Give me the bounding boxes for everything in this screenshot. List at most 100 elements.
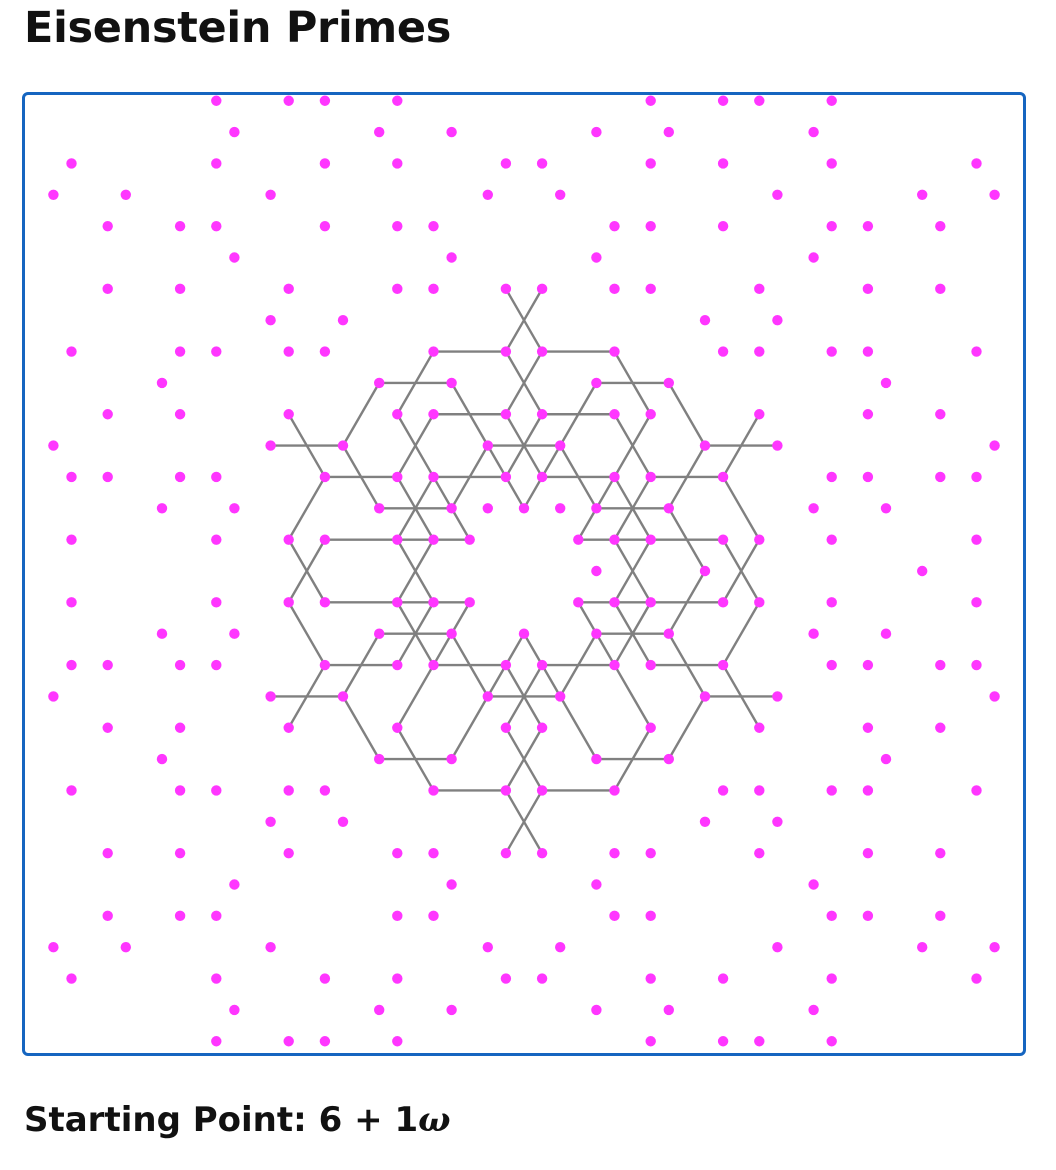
prime-point [591,252,602,263]
prime-point [464,534,475,545]
prime-point [699,440,711,451]
prime-point [392,471,403,483]
prime-point [826,220,837,232]
prime-point [66,158,77,169]
prime-point [392,534,403,545]
prime-point [663,377,674,389]
prime-point [609,597,620,608]
walk-segment [504,727,544,792]
walk-segment [722,539,761,603]
omega-symbol: ω [418,1100,451,1140]
walk-segment [613,539,652,603]
prime-point [663,753,674,765]
prime-point [645,95,656,106]
prime-point [717,158,729,169]
prime-point [102,659,113,671]
prime-point [826,534,837,545]
walk-path-layer [270,288,778,854]
prime-point [826,910,837,922]
walk-segment [341,695,381,760]
prime-point [609,534,620,545]
prime-point [319,346,331,357]
prime-point [265,189,276,200]
prime-plot[interactable] [25,95,1023,1053]
prime-point [211,95,222,106]
prime-point [392,597,403,608]
prime-point [699,565,711,577]
prime-point [717,785,729,796]
page-title: Eisenstein Primes [24,3,452,53]
prime-point [428,471,439,483]
prime-point [337,314,349,326]
prime-point [428,847,439,859]
prime-point [989,942,1000,953]
prime-point [971,973,982,984]
prime-point [446,126,457,138]
prime-point [717,220,729,232]
prime-point [663,1004,674,1016]
walk-segment [504,288,544,353]
prime-point [591,565,602,577]
prime-point [319,220,331,232]
prime-point [319,95,331,106]
prime-point [229,126,240,138]
prime-point [754,534,765,545]
walk-segment [396,413,435,478]
prime-point [211,659,222,671]
prime-point [283,534,294,545]
walk-segment [287,664,326,729]
prime-point [917,565,928,577]
prime-canvas[interactable] [22,92,1026,1056]
walk-segment [667,570,707,635]
walk-segment [396,539,435,603]
prime-point [374,377,385,389]
prime-point [880,503,892,514]
prime-point [536,158,548,169]
prime-point [989,189,1000,200]
prime-point [717,471,729,483]
prime-point [935,910,946,922]
prime-point [374,1004,385,1016]
prime-point [555,189,566,200]
prime-point [211,158,222,169]
prime-point [699,691,711,702]
prime-point [971,659,982,671]
walk-segment [613,601,652,666]
prime-point [446,1004,457,1016]
prime-point [555,503,566,514]
prime-point [591,126,602,138]
prime-point [609,785,620,796]
prime-point [500,346,512,357]
walk-segment [667,695,707,760]
prime-point [66,973,77,984]
prime-point [536,847,548,859]
prime-point [319,785,331,796]
prime-point [120,189,131,200]
prime-point [518,503,530,514]
prime-point [591,879,602,890]
prime-point [754,785,765,796]
prime-point [500,409,512,420]
prime-point [935,283,946,295]
prime-point [265,942,276,953]
prime-point [319,597,331,608]
prime-point [392,1036,403,1047]
prime-point [482,503,493,514]
walk-segment [559,633,598,698]
prime-point [971,597,982,608]
prime-point [971,158,982,169]
prime-point [392,910,403,922]
prime-point [609,847,620,859]
prime-point [971,346,982,357]
prime-point [935,220,946,232]
prime-point [645,220,656,232]
prime-point [211,1036,222,1047]
prime-point [48,189,59,200]
prime-point [826,973,837,984]
walk-segment [287,476,326,541]
prime-point [754,95,765,106]
prime-point [102,910,113,922]
prime-point [573,597,584,608]
prime-point [428,597,439,608]
prime-point [446,503,457,514]
